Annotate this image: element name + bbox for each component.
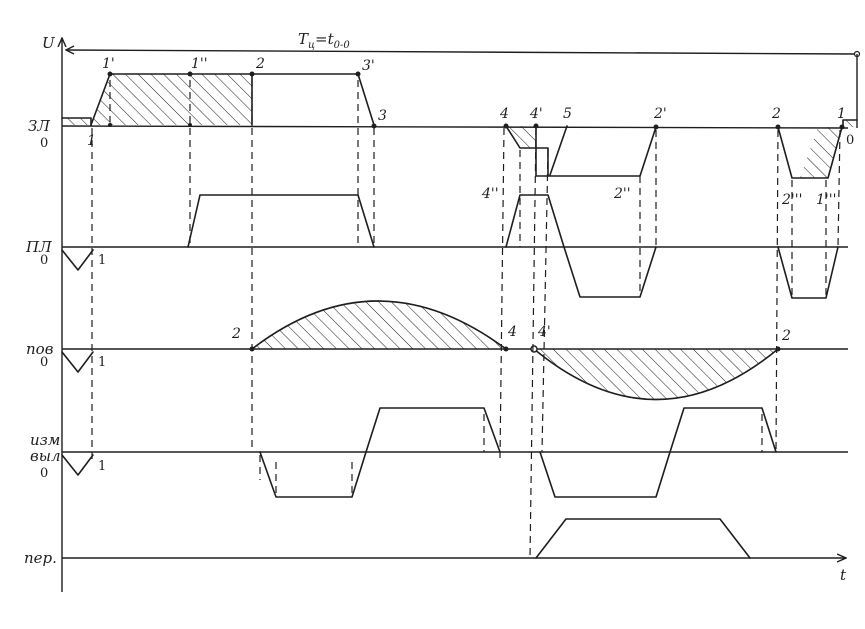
zl-negative-pulse-2 xyxy=(777,126,843,179)
pt-zl-4pp: 4'' xyxy=(481,186,499,202)
row-zero-pov: 0 xyxy=(40,355,48,370)
pt-zl-4: 4 xyxy=(499,106,509,122)
zl-dot-2right xyxy=(775,124,781,130)
izm-negative-pulse-2 xyxy=(539,451,671,498)
pov-dot-4 xyxy=(503,346,509,352)
pt-zl-2ppp: 2''' xyxy=(781,192,802,208)
baseline-zl xyxy=(61,125,849,129)
period-label: Tц=t0-0 xyxy=(298,30,350,51)
row-label-izm: изм xyxy=(30,431,60,449)
pt-zl-3p: 3' xyxy=(362,58,375,74)
pt-zl-2pp: 2'' xyxy=(613,186,631,202)
pov-negative-arc-edge xyxy=(533,348,779,401)
zl-negative-pulse-1 xyxy=(505,125,657,177)
row-label-zl: ЗЛ xyxy=(28,117,50,135)
zl-positive-hatch xyxy=(91,74,252,125)
row-zero-zl: 0 xyxy=(40,136,48,151)
zl-dot-1pp-lower xyxy=(188,123,192,127)
pt-zl-3: 3 xyxy=(378,108,387,124)
izm-negative-pulse-1 xyxy=(259,451,367,498)
guide-4p xyxy=(529,127,537,559)
zl-dot-2p xyxy=(653,124,659,130)
zl-end-stub xyxy=(843,120,857,127)
row-zero-pl: 0 xyxy=(40,253,48,268)
zl-end-stub-edge xyxy=(842,119,858,128)
y-axis-label: U xyxy=(42,34,56,52)
zl-start-stub xyxy=(62,118,91,125)
pl-positive-pulse-1 xyxy=(187,194,375,248)
row-label-pov: пов xyxy=(26,340,54,358)
pt-zl-1p: 1' xyxy=(102,56,115,72)
v-marker-izm xyxy=(61,454,94,476)
x-axis-label: t xyxy=(840,566,847,584)
pt-zl-0right: 0 xyxy=(846,133,854,148)
row-label-pl: ПЛ xyxy=(25,238,52,256)
zl-dot-1right xyxy=(839,124,845,130)
pl-negative-pulse-1 xyxy=(563,246,657,298)
guide-1right xyxy=(837,129,841,248)
marker-izm: 1 xyxy=(98,459,106,474)
v-marker-pov xyxy=(61,351,94,373)
zl-dot-3p xyxy=(355,71,361,77)
pt-zl-5: 5 xyxy=(563,106,572,122)
zl-dot-1pp xyxy=(187,71,193,77)
zl-negative-hatch-1 xyxy=(506,126,536,148)
guide-2right xyxy=(775,129,779,453)
row-zero-izm: 0 xyxy=(40,466,48,481)
zl-dot-3 xyxy=(371,123,377,129)
per-positive-pulse xyxy=(535,518,751,559)
guide-4 xyxy=(499,127,505,459)
zl-dot-4p xyxy=(533,123,539,129)
pl-positive-pulse-2 xyxy=(505,194,565,248)
row-label-per: пер. xyxy=(24,549,57,567)
pov-dot-4p xyxy=(530,345,538,353)
row-label-izm-2: выл xyxy=(30,447,61,465)
guide-4p-b xyxy=(541,149,549,453)
pt-zl-1pp: 1'' xyxy=(191,56,208,72)
zl-positive-pulse xyxy=(90,73,375,126)
pt-pov-2right: 2 xyxy=(781,328,791,344)
pl-negative-pulse-2 xyxy=(777,246,839,299)
marker-pl: 1 xyxy=(98,253,106,268)
pt-zl-4p: 4' xyxy=(529,106,543,122)
pt-pov-4: 4 xyxy=(507,324,517,340)
zl-start-stub-edge xyxy=(61,117,92,126)
marker-pov: 1 xyxy=(98,355,106,370)
zl-dot-2 xyxy=(249,71,255,77)
period-arrow xyxy=(66,50,856,55)
pt-zl-2right: 2 xyxy=(771,106,781,122)
pov-positive-arc-edge xyxy=(251,300,507,350)
pt-pov-2: 2 xyxy=(231,326,241,342)
pt-zl-2: 2 xyxy=(255,56,265,72)
zl-dot-4 xyxy=(503,123,509,129)
zl-dot-1p xyxy=(107,71,113,77)
pt-zl-2p: 2' xyxy=(653,106,667,122)
v-marker-pl xyxy=(61,249,94,271)
zl-dot-1-lower xyxy=(108,123,112,127)
zl-slash-5 xyxy=(549,125,568,176)
izm-positive-pulse-1 xyxy=(365,407,501,453)
pt-zl-1ppp: 1''' xyxy=(816,192,836,208)
pt-zl-1right: 1 xyxy=(837,106,846,122)
izm-positive-pulse-2 xyxy=(669,407,777,453)
